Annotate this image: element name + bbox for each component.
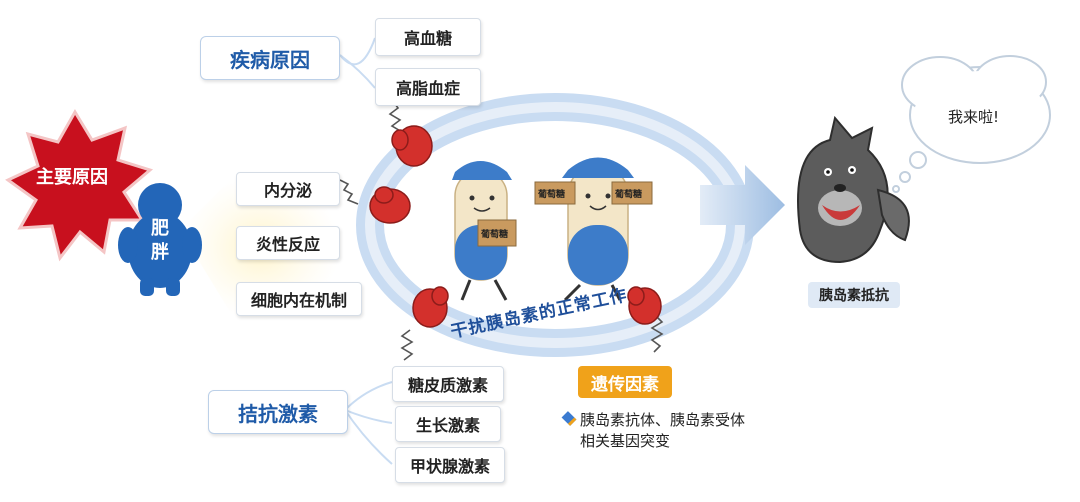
obesity-label-1: 肥 xyxy=(151,218,169,239)
speech-bubble xyxy=(892,55,1051,193)
pill-characters xyxy=(452,157,653,302)
effect-cellular-mechanism: 细胞内在机制 xyxy=(236,282,362,316)
insulin-resistance-label: 胰岛素抵抗 xyxy=(808,282,900,308)
glove-icon xyxy=(369,125,662,328)
hormone-growth: 生长激素 xyxy=(395,406,501,442)
effect-endocrine: 内分泌 xyxy=(236,172,340,206)
genetic-bullet-line1: 胰岛素抗体、胰岛素受体 xyxy=(580,411,746,429)
wolf-icon xyxy=(797,115,910,264)
box-label-1: 葡萄糖 xyxy=(481,230,509,240)
cause-item-hyperglycemia: 高血糖 xyxy=(375,18,481,56)
antagonist-hormones-title: 拮抗激素 xyxy=(208,390,348,434)
main-cause-burst xyxy=(5,109,154,262)
obesity-character xyxy=(118,183,202,296)
genetic-bullet-line2: 相关基因突变 xyxy=(580,432,671,450)
obesity-label-2: 胖 xyxy=(151,242,169,263)
cause-item-hyperlipidemia: 高脂血症 xyxy=(375,68,481,106)
genetic-factor-badge: 遗传因素 xyxy=(578,366,672,398)
hormone-glucocorticoid: 糖皮质激素 xyxy=(392,366,504,402)
wolf-speech-text: 我来啦! xyxy=(948,108,1000,126)
disease-causes-title: 疾病原因 xyxy=(200,36,340,80)
hormone-thyroid: 甲状腺激素 xyxy=(395,447,505,483)
main-cause-label: 主要原因 xyxy=(36,167,108,188)
box-label-2: 葡萄糖 xyxy=(538,190,566,200)
box-label-3: 葡萄糖 xyxy=(615,190,643,200)
effect-inflammation: 炎性反应 xyxy=(236,226,340,260)
